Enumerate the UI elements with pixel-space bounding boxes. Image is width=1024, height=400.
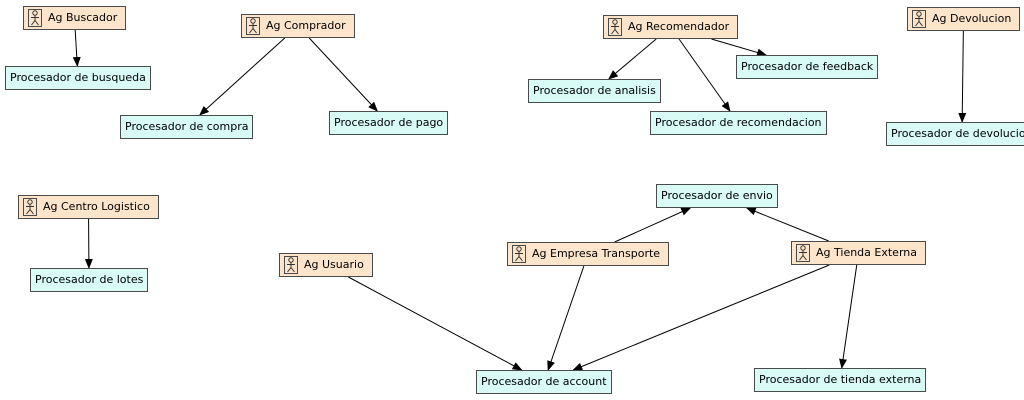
stick-figure-icon [515, 246, 523, 262]
processor-envio[interactable]: Procesador de envio [656, 184, 778, 208]
node-label: Ag Tienda Externa [816, 246, 917, 259]
stick-figure-icon [915, 11, 923, 27]
node-label: Procesador de feedback [741, 60, 874, 73]
edge-ag-recomendador-to-proc-feedback [711, 38, 768, 57]
processor-pago[interactable]: Procesador de pago [329, 111, 449, 135]
stick-figure-icon [31, 10, 39, 26]
processor-compra[interactable]: Procesador de compra [120, 115, 254, 139]
processor-busqueda[interactable]: Procesador de busqueda [5, 66, 151, 90]
processor-recomendacion[interactable]: Procesador de recomendacion [650, 111, 827, 135]
agent-ag-centro-logistico[interactable]: Ag Centro Logistico [18, 195, 159, 219]
node-label: Ag Comprador [266, 19, 346, 32]
actor-icon [912, 10, 926, 28]
node-label: Procesador de busqueda [10, 71, 146, 84]
edge-ag-tienda-externa-to-proc-envio [745, 207, 829, 242]
node-label: Ag Centro Logistico [43, 200, 150, 213]
edge-ag-comprador-to-proc-compra [199, 37, 286, 116]
edge-ag-buscador-to-proc-busqueda [72, 29, 81, 67]
edge-ag-empresa-transporte-to-proc-account [547, 265, 585, 371]
edge-ag-recomendador-to-proc-recomendacion [678, 38, 731, 112]
node-label: Procesador de compra [125, 120, 249, 133]
agent-ag-recomendador[interactable]: Ag Recomendador [603, 15, 739, 39]
node-label: Ag Usuario [304, 258, 364, 271]
processor-feedback[interactable]: Procesador de feedback [736, 55, 879, 79]
actor-icon [796, 244, 810, 262]
node-label: Ag Buscador [48, 11, 118, 24]
edge-ag-comprador-to-proc-pago [308, 37, 378, 112]
actor-icon [23, 198, 37, 216]
node-label: Procesador de envio [661, 189, 773, 202]
node-label: Ag Devolucion [932, 12, 1012, 25]
actor-icon [28, 9, 42, 27]
processor-lotes[interactable]: Procesador de lotes [30, 268, 149, 292]
node-label: Procesador de recomendacion [655, 116, 822, 129]
node-label: Ag Empresa Transporte [532, 247, 661, 260]
stick-figure-icon [611, 19, 619, 35]
actor-icon [608, 18, 622, 36]
actor-icon [246, 17, 260, 35]
edge-ag-usuario-to-proc-account [348, 276, 523, 371]
node-label: Procesador de devolucion [891, 127, 1024, 140]
agent-ag-empresa-transporte[interactable]: Ag Empresa Transporte [507, 242, 670, 266]
edge-ag-empresa-transporte-to-proc-envio [614, 207, 692, 243]
edge-ag-devolucion-to-proc-devolucion [958, 30, 967, 123]
node-label: Ag Recomendador [628, 20, 730, 33]
stick-figure-icon [287, 257, 295, 273]
node-label: Procesador de tienda externa [759, 373, 922, 386]
processor-devolucion[interactable]: Procesador de devolucion [886, 122, 1024, 146]
processor-analisis[interactable]: Procesador de analisis [528, 79, 661, 103]
actor-icon [284, 256, 298, 274]
agent-ag-buscador[interactable]: Ag Buscador [23, 6, 127, 30]
processor-tienda-externa[interactable]: Procesador de tienda externa [754, 368, 927, 392]
node-label: Procesador de analisis [533, 84, 656, 97]
stick-figure-icon [249, 18, 257, 34]
edge-ag-tienda-externa-to-proc-account [572, 264, 830, 371]
node-label: Procesador de lotes [35, 273, 144, 286]
agent-ag-usuario[interactable]: Ag Usuario [279, 253, 373, 277]
edge-ag-tienda-externa-to-proc-tienda-externa [839, 264, 858, 369]
agent-ag-devolucion[interactable]: Ag Devolucion [907, 7, 1021, 31]
edge-ag-recomendador-to-proc-analisis [607, 38, 657, 80]
processor-account[interactable]: Procesador de account [476, 370, 612, 394]
agent-ag-comprador[interactable]: Ag Comprador [241, 14, 355, 38]
actor-icon [512, 245, 526, 263]
node-label: Procesador de pago [334, 116, 444, 129]
stick-figure-icon [799, 245, 807, 261]
node-label: Procesador de account [481, 375, 607, 388]
agent-ag-tienda-externa[interactable]: Ag Tienda Externa [791, 241, 926, 265]
stick-figure-icon [26, 199, 34, 215]
